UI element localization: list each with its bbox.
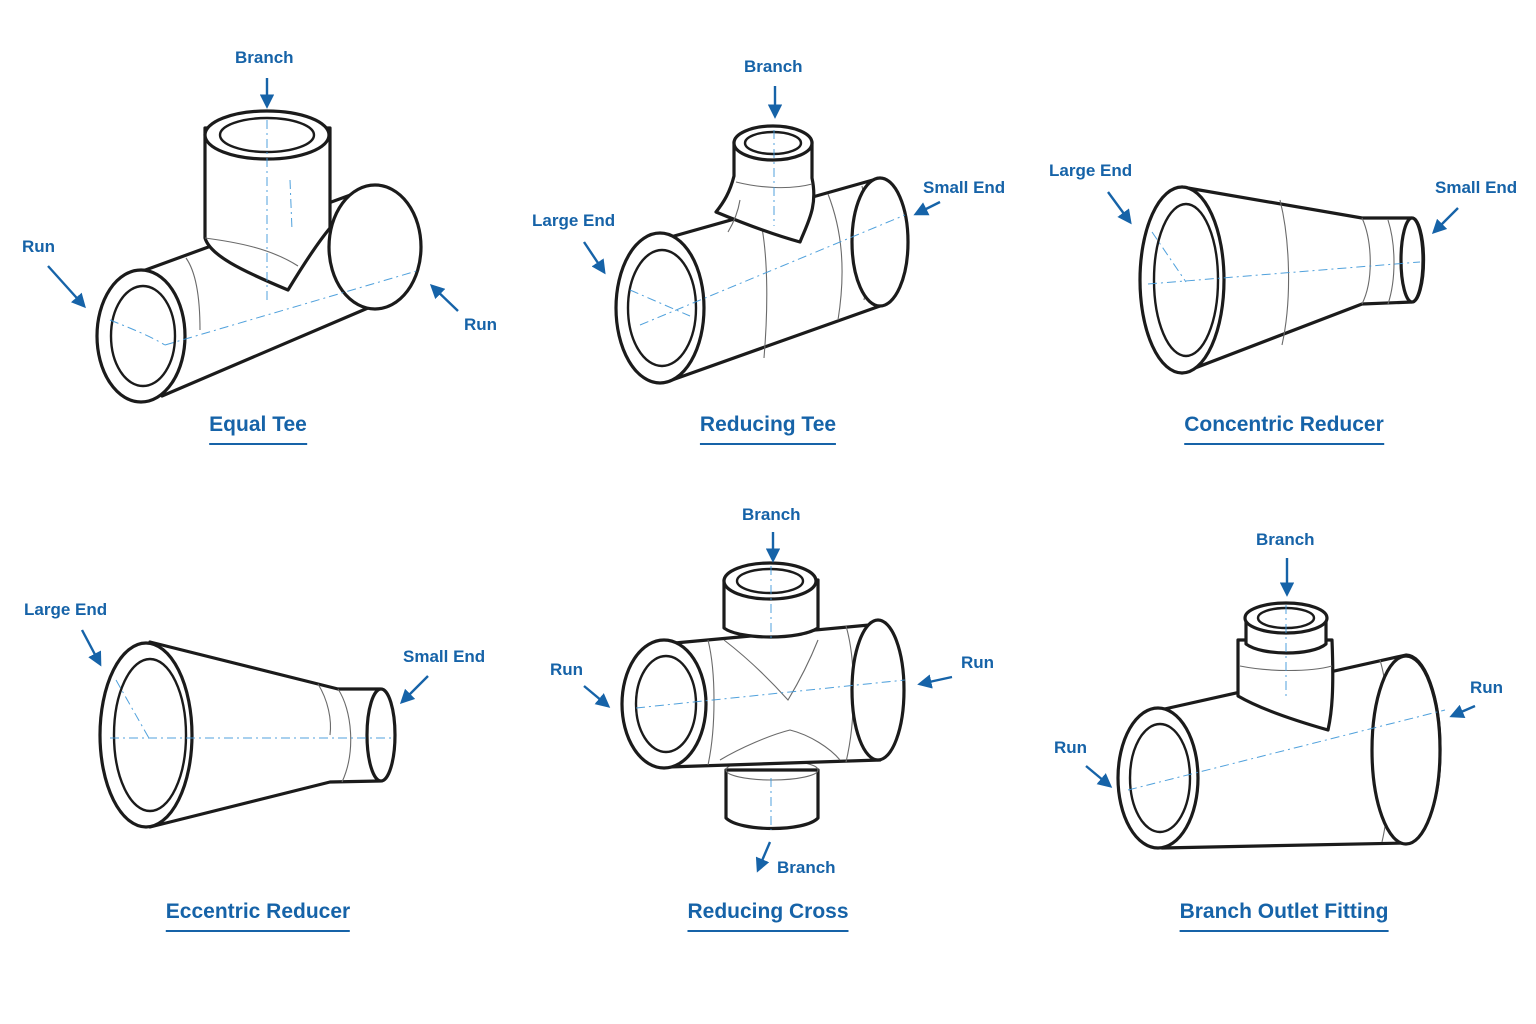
equal-tee-run-right-label: Run: [464, 315, 498, 334]
concentric-reducer-title: Concentric Reducer: [1184, 413, 1384, 445]
eccentric-large-end-label: Large End: [24, 600, 108, 619]
branch-outlet-fitting-drawing: [1116, 601, 1446, 850]
arrow-cross-branch-bottom: [755, 841, 772, 873]
arrow-outlet-run-left: [1085, 765, 1113, 788]
equal-tee-drawing: [95, 109, 423, 404]
equal-tee-title: Equal Tee: [209, 413, 307, 445]
cross-branch-top-label: Branch: [742, 505, 801, 524]
arrow-eccentric-small-end: [399, 675, 429, 705]
arrow-equal-tee-run-left: [47, 265, 86, 309]
arrow-outlet-run-right: [1449, 704, 1476, 719]
arrow-cross-run-left: [583, 685, 611, 708]
arrow-reducing-tee-small-end: [913, 200, 941, 216]
reducing-cross-title: Reducing Cross: [687, 900, 849, 932]
eccentric-reducer-drawing: [98, 640, 397, 829]
arrow-concentric-small-end: [1431, 207, 1459, 235]
arrow-cross-run-right: [917, 674, 953, 689]
reducing-tee-branch-label: Branch: [744, 57, 803, 76]
equal-tee-run-left-label: Run: [22, 237, 56, 256]
callout-arrows: [47, 78, 1476, 873]
arrow-reducing-tee-large-end: [583, 241, 606, 275]
outlet-run-left-label: Run: [1054, 738, 1088, 757]
cross-run-left-label: Run: [550, 660, 584, 679]
concentric-small-end-label: Small End: [1435, 178, 1518, 197]
reducing-tee-title: Reducing Tee: [699, 413, 837, 445]
arrow-concentric-large-end: [1107, 191, 1132, 225]
reducing-tee-drawing: [614, 124, 910, 385]
eccentric-small-end-label: Small End: [403, 647, 486, 666]
arrow-equal-tee-run-right: [429, 284, 459, 312]
branch-outlet-fitting-title: Branch Outlet Fitting: [1179, 900, 1389, 932]
eccentric-reducer-title: Eccentric Reducer: [165, 900, 351, 932]
concentric-large-end-label: Large End: [1049, 161, 1133, 180]
outlet-branch-label: Branch: [1256, 530, 1315, 549]
concentric-reducer-drawing: [1138, 185, 1426, 375]
outlet-run-right-label: Run: [1470, 678, 1504, 697]
cross-branch-bottom-label: Branch: [777, 858, 836, 877]
arrow-eccentric-large-end: [80, 629, 102, 667]
reducing-cross-drawing: [620, 561, 906, 831]
cross-run-right-label: Run: [961, 653, 995, 672]
equal-tee-branch-label: Branch: [235, 48, 294, 67]
reducing-tee-small-end-label: Small End: [923, 178, 1006, 197]
reducing-tee-large-end-label: Large End: [532, 211, 616, 230]
